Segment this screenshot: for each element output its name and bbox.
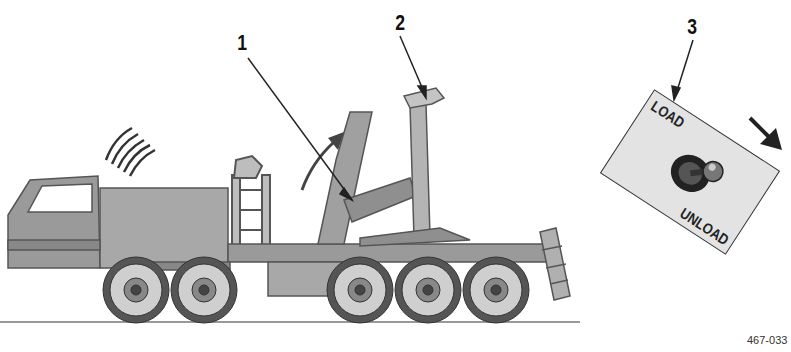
wheel [484,278,508,302]
truck-cab [8,176,228,268]
wheel [355,285,365,295]
wheel [470,264,522,316]
wheel [395,257,461,323]
switch-position-label: LOAD [648,97,688,131]
wheel [171,257,237,323]
direction-arrow [750,118,782,150]
hook-arm [318,88,470,246]
wheel [131,285,141,295]
rear-plate [540,228,570,300]
wheel [192,278,216,302]
wheel [103,257,169,323]
wheels [103,257,529,323]
control-panel: LOAD UNLOAD [600,89,780,255]
callout-number: 2 [395,10,405,36]
joystick [600,91,780,257]
wheel [348,278,372,302]
joystick-part [699,158,727,186]
wheel [110,264,162,316]
figure-number: 467-033 [747,334,787,346]
radio-waves [106,128,155,176]
joystick-part [707,162,717,172]
wheel [463,257,529,323]
ladder-frame [232,156,270,250]
wheel [124,278,148,302]
wheel [334,264,386,316]
switch-position-label: UNLOAD [677,204,732,248]
wheel [178,264,230,316]
wheel [402,264,454,316]
wheel [491,285,501,295]
callout-number: 3 [687,14,697,40]
wheel [416,278,440,302]
wheel [327,257,393,323]
wheel [423,285,433,295]
wheel [199,285,209,295]
callout-number: 1 [237,30,247,56]
